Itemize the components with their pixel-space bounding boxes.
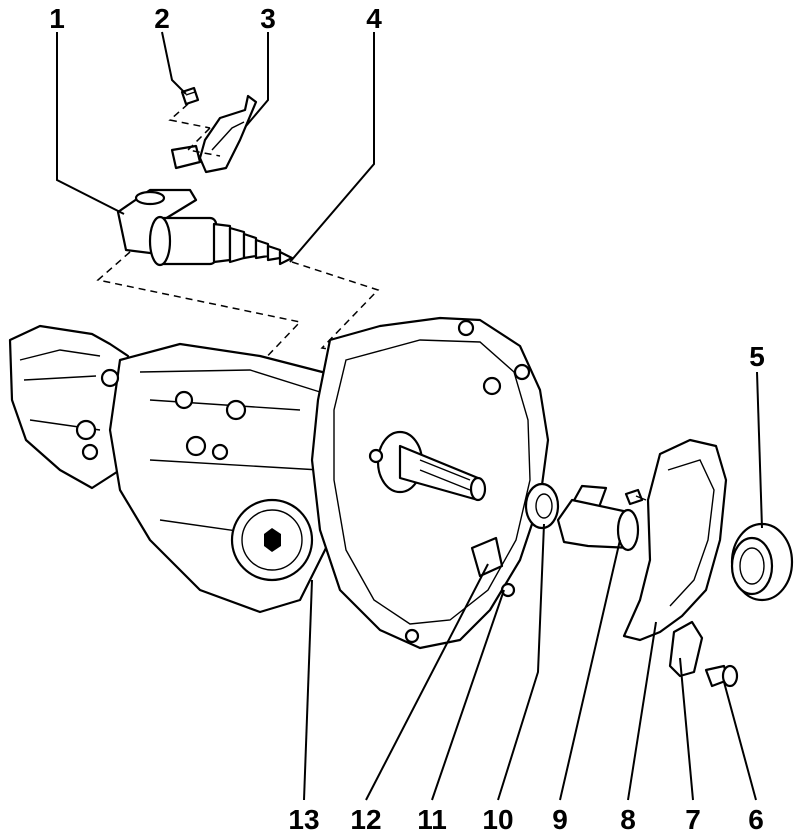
bracket-part-3 <box>170 94 258 174</box>
callout-labels: 1 2 3 4 5 6 7 8 9 10 11 12 13 <box>49 3 765 835</box>
callout-5: 5 <box>749 341 765 372</box>
callout-1: 1 <box>49 3 65 34</box>
bolt-part-6 <box>704 664 739 688</box>
cover-plate-part-8 <box>622 438 728 642</box>
input-shaft <box>376 430 487 502</box>
callout-10: 10 <box>482 804 513 835</box>
slave-cylinder-part-1 <box>116 188 294 267</box>
release-bearing-part-5 <box>730 522 794 602</box>
callout-4: 4 <box>366 3 382 34</box>
callout-13: 13 <box>288 804 319 835</box>
bolt-part-9 <box>624 488 647 506</box>
callout-2: 2 <box>154 3 170 34</box>
callout-7: 7 <box>685 804 701 835</box>
callout-12: 12 <box>350 804 381 835</box>
bolt-part-2 <box>180 86 200 106</box>
slave-cylinder-assembly <box>96 86 380 367</box>
callout-11: 11 <box>417 804 447 835</box>
callout-3: 3 <box>260 3 276 34</box>
clip-part-7 <box>668 620 704 678</box>
sensor-part-12 <box>470 536 504 578</box>
gearbox-housing <box>8 316 550 650</box>
callout-9: 9 <box>552 804 568 835</box>
housing-bolts <box>75 319 531 644</box>
guide-sleeve-part-10 <box>556 484 640 552</box>
flange-part-13 <box>230 498 314 582</box>
callout-6: 6 <box>748 804 764 835</box>
shaft-seal <box>524 482 560 530</box>
callout-8: 8 <box>620 804 636 835</box>
leader-lines <box>56 31 763 801</box>
